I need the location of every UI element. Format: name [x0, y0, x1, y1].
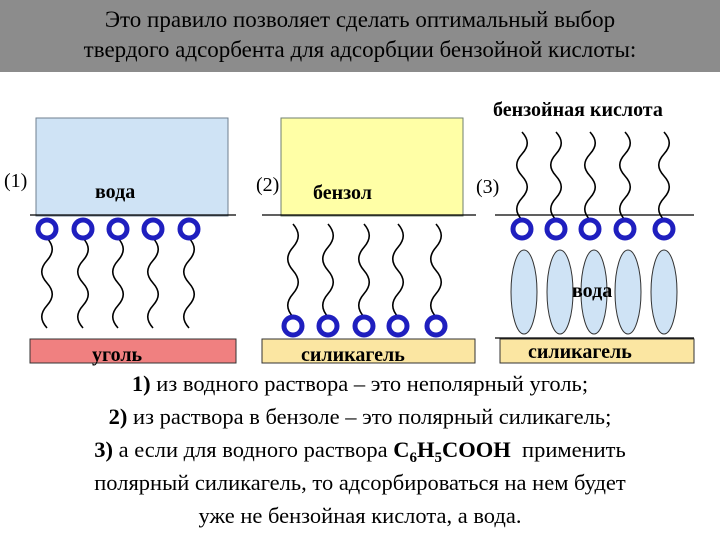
- conclusion-2-number: 2): [108, 404, 128, 429]
- molecules-2: [281, 223, 448, 338]
- formula-cooh: COOH: [442, 437, 511, 462]
- molecules-3: [510, 131, 676, 241]
- title-line-2: твердого адсорбента для адсорбции бензой…: [83, 37, 637, 62]
- molecule-head: [424, 314, 448, 338]
- water-ellipse: [546, 249, 574, 335]
- conclusion-3-text-a: а если для водного раствора: [112, 437, 394, 462]
- molecule-tail: [391, 223, 405, 318]
- benzene-label: бензол: [313, 182, 373, 204]
- water-ellipse: [614, 249, 642, 335]
- water-box-1: [35, 117, 229, 217]
- formula-6: 6: [409, 450, 418, 466]
- panel-2: [261, 117, 476, 364]
- molecule-tail: [583, 131, 597, 221]
- molecule-tail: [549, 131, 563, 221]
- molecule-head: [544, 217, 568, 241]
- coal-label: уголь: [92, 344, 143, 366]
- molecule-head: [281, 314, 305, 338]
- silica-surface-3: [499, 338, 695, 364]
- benzoic-acid-label: бензойная кислота: [493, 99, 663, 121]
- conclusion-3: 3) а если для водного раствора C6H5COOH …: [0, 436, 720, 466]
- silica-surface-2: [261, 338, 476, 364]
- silica-label-3: силикагель: [528, 341, 632, 363]
- formula-c: C: [393, 437, 410, 462]
- molecule-tail: [40, 237, 54, 329]
- molecule-tail: [111, 237, 125, 329]
- molecule-head: [386, 314, 410, 338]
- molecule-head: [652, 217, 676, 241]
- panel-1-number: (1): [4, 170, 28, 192]
- formula-5: 5: [434, 450, 443, 466]
- conclusion-1-text: из водного раствора – это неполярный уго…: [150, 371, 589, 396]
- molecule-tail: [357, 223, 371, 318]
- molecule-tail: [321, 223, 335, 318]
- molecule-head: [177, 217, 201, 241]
- conclusion-4: полярный силикагель, то адсорбироваться …: [94, 470, 626, 495]
- water-label-3: вода: [572, 280, 613, 302]
- molecule-tail: [286, 223, 300, 318]
- molecule-head: [35, 217, 59, 241]
- molecule-head: [71, 217, 95, 241]
- conclusion-3-number: 3): [94, 437, 113, 462]
- conclusion-2: 2) из раствора в бензоле – это полярный …: [0, 403, 720, 431]
- coal-surface: [29, 338, 237, 364]
- molecule-tail: [515, 131, 529, 221]
- molecule-tail: [429, 223, 443, 318]
- conclusion-2-text: из раствора в бензоле – это полярный сил…: [127, 404, 612, 429]
- molecule-tail: [146, 237, 160, 329]
- benzene-box: [280, 117, 464, 217]
- panel-3-number: (3): [476, 176, 500, 198]
- molecule-head: [510, 217, 534, 241]
- molecule-head: [141, 217, 165, 241]
- water-ellipse: [650, 249, 678, 335]
- molecule-head: [106, 217, 130, 241]
- water-ellipse: [510, 249, 538, 335]
- molecule-tail: [618, 131, 632, 221]
- molecule-head: [316, 314, 340, 338]
- conclusion-1: 1) из водного раствора – это неполярный …: [0, 370, 720, 398]
- molecule-tail: [76, 237, 90, 329]
- silica-label-2: силикагель: [301, 344, 405, 366]
- conclusion-1-number: 1): [131, 371, 151, 396]
- panel-3: [495, 131, 695, 364]
- adsorption-diagram: [29, 117, 695, 364]
- molecules-1: [35, 217, 201, 329]
- molecule-head: [352, 314, 376, 338]
- conclusion-3-text-b: применить: [510, 437, 626, 462]
- formula-h: H: [417, 437, 435, 462]
- panel-2-number: (2): [256, 174, 280, 196]
- panel-1: [29, 117, 237, 364]
- title-line-1: Это правило позволяет сделать оптимальны…: [104, 7, 616, 32]
- molecule-head: [613, 217, 637, 241]
- water-ellipses: [510, 249, 678, 335]
- molecule-tail: [657, 131, 671, 221]
- molecule-head: [578, 217, 602, 241]
- water-label-1: вода: [95, 181, 136, 203]
- water-ellipse: [580, 249, 608, 335]
- conclusion-5: уже не бензойная кислота, а вода.: [198, 503, 522, 528]
- molecule-tail: [182, 237, 196, 329]
- title-banner: Это правило позволяет сделать оптимальны…: [0, 0, 720, 72]
